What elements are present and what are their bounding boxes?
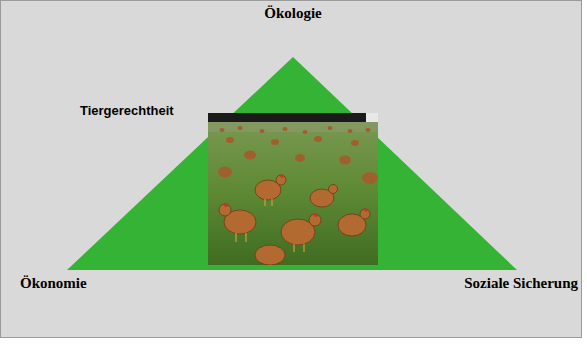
chicken-photo — [208, 113, 378, 265]
corner-label: Ökonomie — [20, 275, 87, 292]
corner-label: Soziale Sicherung — [464, 275, 578, 292]
corner-label: Ökologie — [264, 5, 322, 22]
green-triangle — [67, 57, 517, 270]
background-panel — [1, 1, 582, 338]
aspect-label: Tiergerechtheit — [80, 104, 174, 119]
